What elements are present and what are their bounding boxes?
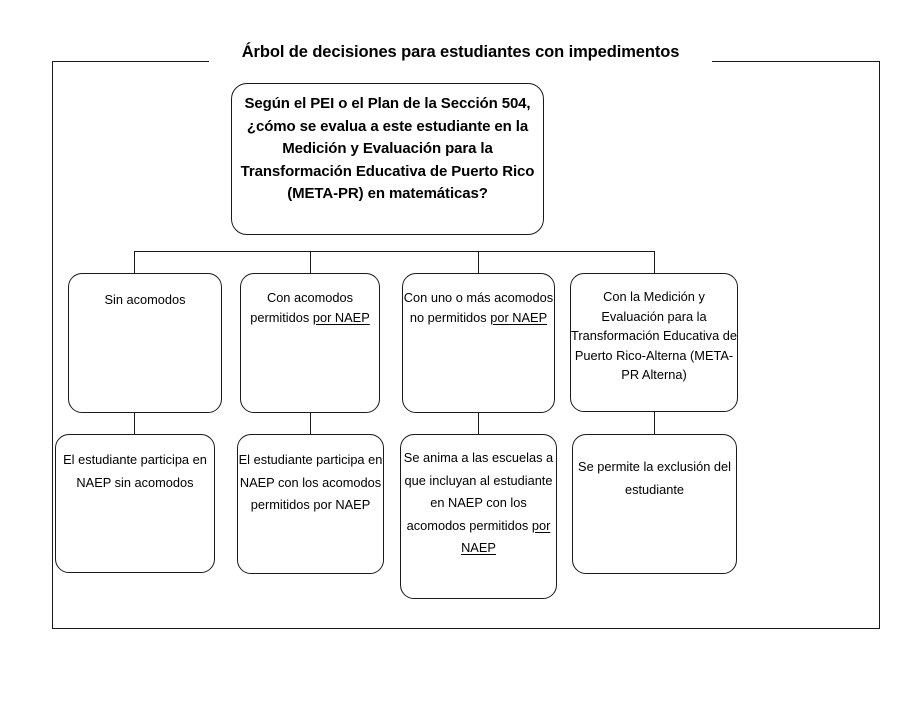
condition-node-3-text-underlined: por NAEP <box>490 309 548 325</box>
outcome-node-4-text: Se permite la exclusión del estudiante <box>578 459 731 497</box>
outcome-node-2: El estudiante participa en NAEP con los … <box>237 434 384 574</box>
outcome-node-3: Se anima a las escuelas a que incluyan a… <box>400 434 557 599</box>
outcome-node-3-text-plain: Se anima a las escuelas a que incluyan a… <box>403 450 554 533</box>
connector-branch-4-to-outcome-4 <box>654 412 655 434</box>
connector-branch-3-to-outcome-3 <box>478 413 479 434</box>
condition-node-3: Con uno o más acomodos no permitidos por… <box>402 273 555 413</box>
condition-node-1-text: Sin acomodos <box>104 292 186 307</box>
connector-root-to-branch-4 <box>654 251 655 274</box>
connector-distributor-bar <box>134 251 655 252</box>
outcome-node-4: Se permite la exclusión del estudiante <box>572 434 737 574</box>
connector-branch-2-to-outcome-2 <box>310 413 311 434</box>
condition-node-2: Con acomodos permitidos por NAEP <box>240 273 380 413</box>
outcome-node-2-text: El estudiante participa en NAEP con los … <box>238 452 383 512</box>
condition-node-2-text-plain: Con acomodos permitidos <box>250 290 354 325</box>
condition-node-4: Con la Medición y Evaluación para la Tra… <box>570 273 738 412</box>
frame-bottom-edge <box>52 628 880 629</box>
diagram-title: Árbol de decisiones para estudiantes con… <box>241 43 680 61</box>
connector-root-to-branch-1 <box>134 251 135 274</box>
outcome-node-3-text: Se anima a las escuelas a que incluyan a… <box>401 447 556 560</box>
root-question-node: Según el PEI o el Plan de la Sección 504… <box>231 83 544 235</box>
frame-top-right-segment <box>712 61 880 62</box>
root-question-text: Según el PEI o el Plan de la Sección 504… <box>240 95 535 202</box>
frame-right-edge <box>879 61 880 629</box>
connector-root-to-branch-3 <box>478 251 479 274</box>
frame-left-edge <box>52 61 53 629</box>
connector-branch-1-to-outcome-1 <box>134 413 135 434</box>
condition-node-2-text-underlined: por NAEP <box>312 309 370 325</box>
condition-node-3-text-plain: Con uno o más acomodos no permitidos <box>403 290 554 325</box>
outcome-node-1: El estudiante participa en NAEP sin acom… <box>55 434 215 573</box>
condition-node-2-text: Con acomodos permitidos por NAEP <box>241 288 379 327</box>
condition-node-4-text: Con la Medición y Evaluación para la Tra… <box>571 289 737 382</box>
outcome-node-3-text-underlined: por NAEP <box>461 517 551 556</box>
frame-top-left-segment <box>52 61 209 62</box>
condition-node-1: Sin acomodos <box>68 273 222 413</box>
outcome-node-1-text: El estudiante participa en NAEP sin acom… <box>63 452 207 490</box>
connector-root-to-branch-2 <box>310 251 311 274</box>
condition-node-3-text: Con uno o más acomodos no permitidos por… <box>403 288 554 327</box>
